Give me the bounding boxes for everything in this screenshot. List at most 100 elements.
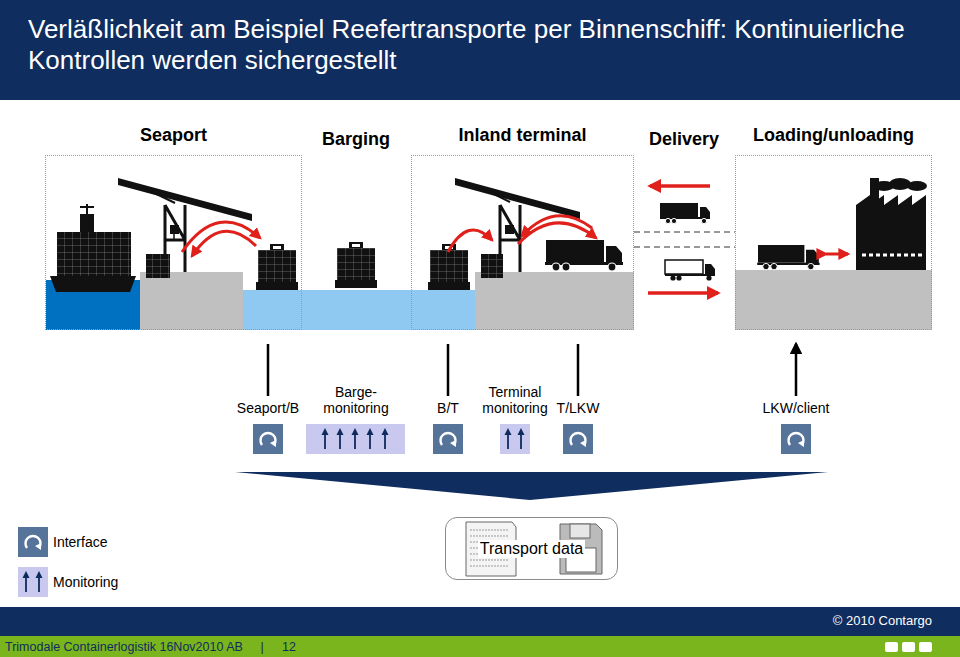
title-bar (0, 0, 960, 100)
footer-text: Trimodale Containerlogistik 16Nov2010 AB (5, 640, 243, 654)
seaport-scene (256, 244, 298, 290)
footer-squares (902, 642, 915, 652)
monitoring-icons (382, 428, 389, 449)
data-icons (466, 522, 602, 576)
delivery-scene (634, 232, 735, 247)
stage-panel: Inland terminal (411, 155, 634, 330)
loading-scene (735, 178, 932, 330)
seaport-scene (173, 234, 175, 240)
seaport-scene (192, 231, 256, 256)
checkpoint-label: B/T (437, 400, 459, 416)
footer-separator: | (260, 640, 263, 654)
data-icons (570, 524, 590, 538)
inland-terminal-scene (448, 230, 492, 252)
monitoring-icons (352, 428, 359, 449)
monitoring-icons (500, 424, 530, 454)
checkpoint-label: Seaport/B (237, 400, 299, 416)
funnel (235, 472, 828, 500)
inland-terminal-scene (522, 216, 592, 236)
delivery-scene (665, 260, 715, 281)
barging-scene (302, 290, 411, 330)
seaport-scene (243, 290, 302, 330)
seaport-scene (170, 225, 179, 234)
interface-icons (253, 424, 811, 454)
seaport-scene (46, 178, 302, 330)
inland-terminal-scene (505, 225, 514, 234)
footer-bar (0, 607, 960, 636)
monitoring-icons (306, 424, 405, 454)
monitoring-icons (306, 424, 530, 454)
stage-panel: Loading/unloading (735, 155, 932, 330)
delivery-scene (650, 184, 710, 188)
stage-panel: Seaport (45, 155, 302, 330)
monitoring-icons (505, 428, 512, 449)
interface-icons (433, 424, 463, 454)
legend-icons (18, 527, 48, 557)
seaport-scene (80, 214, 94, 232)
loading-scene (907, 181, 927, 191)
interface-icons (563, 424, 593, 454)
checkpoint-label: LKW/client (763, 400, 830, 416)
checkpoint-label: Terminal monitoring (473, 384, 557, 416)
barging-scene (302, 242, 411, 330)
checkpoint-label: Barge- monitoring (310, 384, 402, 416)
legend-icons (36, 571, 43, 592)
inland-terminal-scene (455, 178, 580, 219)
stage-heading: Loading/unloading (716, 125, 951, 146)
barging-scene (335, 242, 377, 288)
stage-heading: Seaport (26, 125, 321, 146)
slide-title: Verläßlichkeit am Beispiel Reefertranspo… (28, 14, 933, 76)
inland-terminal-scene (518, 223, 596, 244)
footer-band (0, 636, 960, 657)
inland-terminal-scene (545, 240, 623, 271)
loading-scene (757, 245, 819, 270)
data-label: Transport data (478, 540, 585, 558)
inland-terminal-scene (411, 178, 634, 330)
delivery-scene (660, 203, 710, 224)
seaport-scene (80, 204, 94, 214)
seaport-scene (118, 178, 252, 221)
interface-icons (253, 424, 283, 454)
data-box: Transport data (445, 517, 618, 580)
legend-icons (18, 567, 48, 597)
loading-scene (889, 178, 911, 190)
legend-icons (18, 527, 48, 597)
monitoring-icons (518, 428, 525, 449)
interface-icons (781, 424, 811, 454)
inland-terminal-scene (481, 254, 503, 278)
delivery-scene (648, 291, 718, 295)
monitoring-icons (337, 428, 344, 449)
inland-terminal-scene (411, 290, 475, 330)
checkpoint-label: T/LKW (557, 400, 600, 416)
loading-scene (862, 254, 922, 257)
stage-heading: Delivery (649, 129, 719, 150)
inland-terminal-scene (478, 186, 510, 202)
copyright: © 2010 Contargo (833, 613, 932, 628)
seaport-scene (182, 222, 260, 252)
monitoring-icons (367, 428, 374, 449)
seaport-scene (140, 186, 175, 203)
stage-heading: Inland terminal (392, 125, 653, 146)
seaport-scene (57, 232, 131, 276)
loading-scene (735, 270, 932, 330)
seaport-scene (146, 254, 170, 278)
legend-entry: Monitoring (53, 574, 118, 590)
loading-scene (856, 195, 926, 270)
stage-heading: Barging (322, 129, 390, 150)
loading-scene (826, 253, 848, 256)
seaport-scene (140, 272, 243, 330)
legend-text: Monitoring (53, 574, 118, 590)
footer-squares (919, 642, 932, 652)
seaport-scene (50, 276, 136, 292)
legend-text: Interface (53, 534, 107, 550)
footer-squares (885, 642, 932, 652)
inland-terminal-scene (475, 272, 634, 330)
footer-squares (885, 642, 898, 652)
legend-icons (23, 571, 30, 592)
delivery-scene (634, 186, 735, 293)
legend-entry: Interface (53, 534, 107, 550)
page-number: 12 (282, 640, 296, 654)
monitoring-icons (322, 428, 329, 449)
